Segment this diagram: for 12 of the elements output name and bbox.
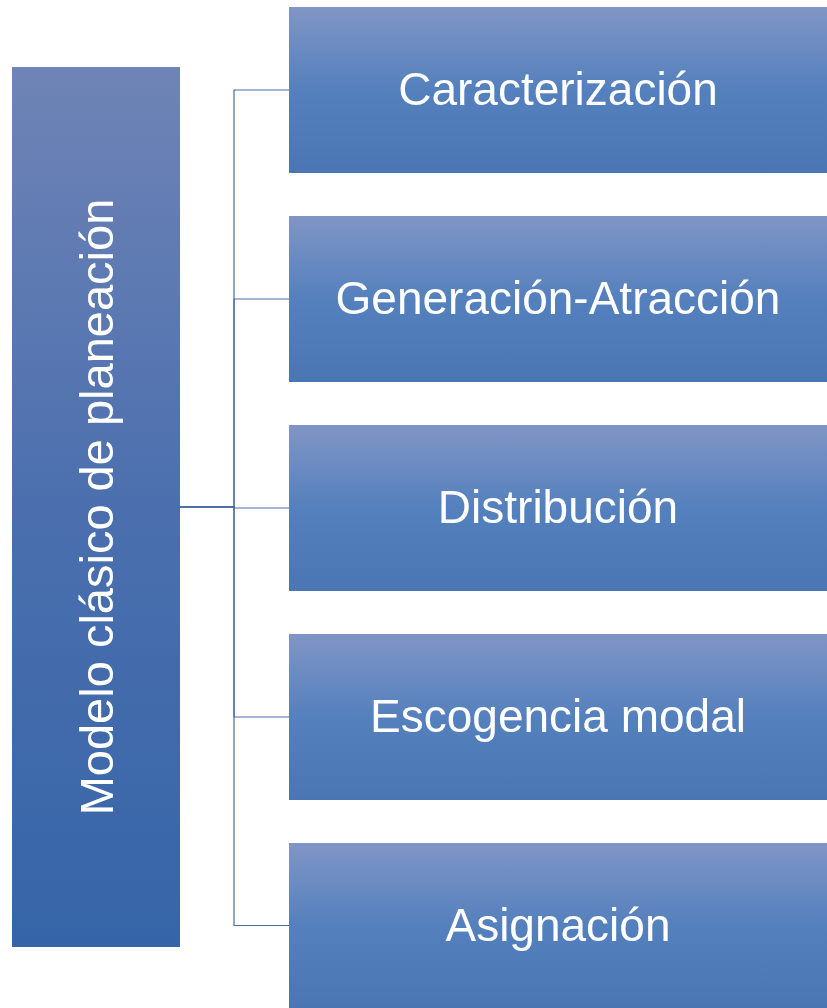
stage-box — [289, 425, 827, 591]
stage-label: Generación-Atracción — [335, 271, 781, 327]
stage-box — [289, 216, 827, 382]
stage-label: Caracterización — [398, 62, 718, 118]
stage-box — [289, 634, 827, 800]
stage-box — [289, 7, 827, 173]
main-vertical-box — [12, 67, 180, 947]
stage-box — [289, 843, 827, 1008]
stage-label: Asignación — [445, 897, 671, 953]
connector-line — [179, 506, 290, 927]
stage-label: Escogencia modal — [370, 689, 746, 745]
stage-label: Distribución — [437, 480, 679, 536]
